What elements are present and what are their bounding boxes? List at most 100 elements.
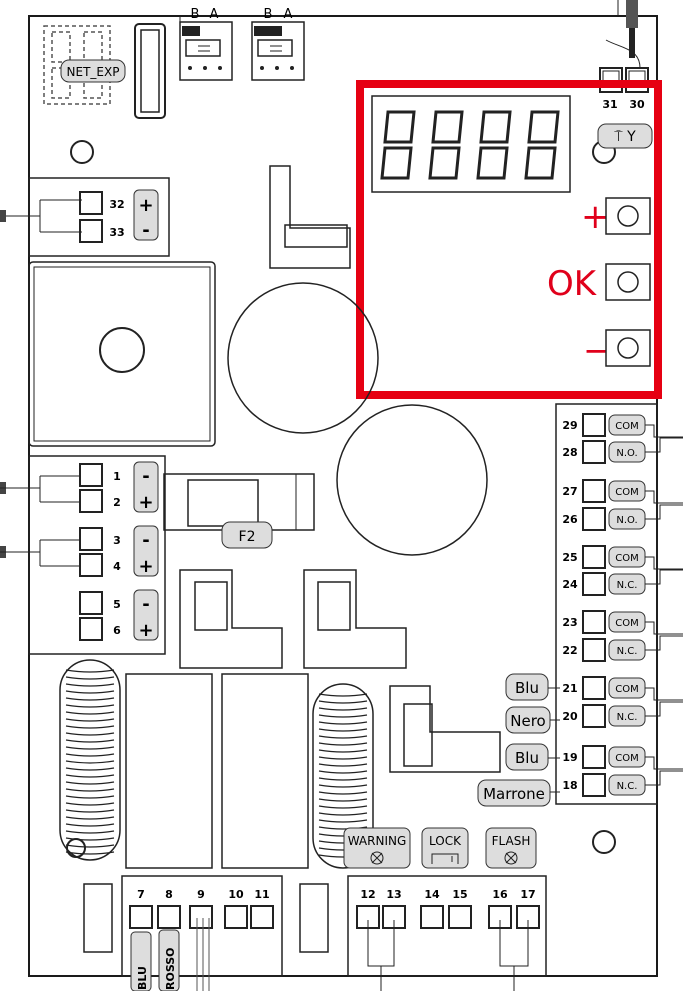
seven-segment-display — [380, 110, 560, 180]
terminal-11: 11 — [254, 888, 269, 901]
terminal-box-10 — [224, 905, 248, 929]
terminal-12: 12 — [360, 888, 375, 901]
net-exp-label: NET_EXP — [67, 65, 120, 79]
terminal-15: 15 — [452, 888, 467, 901]
bottom-component-2 — [299, 883, 329, 953]
terminal-box-29 — [582, 413, 606, 437]
inductor-right — [312, 683, 374, 869]
terminal-32-sign: + — [138, 195, 153, 216]
terminal-25: 25 — [562, 551, 577, 564]
wire-blu: BLU — [136, 966, 149, 990]
terminal-17: 17 — [520, 888, 535, 901]
terminal-6: 6 — [113, 624, 121, 637]
terminal-14: 14 — [424, 888, 440, 901]
terminal-31: 31 — [602, 98, 617, 111]
terminal-sign-2: + — [138, 492, 153, 513]
jumper-left-b: B — [191, 7, 200, 22]
terminal-block-1-6 — [0, 455, 166, 655]
terminal-box-1 — [79, 463, 103, 487]
terminal-box-21 — [582, 676, 606, 700]
terminal-sign-3: - — [142, 530, 149, 551]
terminal-box-26 — [582, 507, 606, 531]
terminal-33-sign: - — [142, 220, 149, 241]
terminal-box-5 — [79, 591, 103, 615]
terminal-block-32-33: 32 33 + - — [0, 177, 170, 257]
terminal-box-14 — [420, 905, 444, 929]
wire-labels: Blu Nero Blu Marrone — [477, 673, 560, 807]
terminal-label-19: COM — [615, 753, 638, 764]
bracket-3 — [389, 685, 501, 773]
capacitor-1 — [227, 282, 379, 434]
terminal-box-19 — [582, 745, 606, 769]
aerial-symbol: ⍑ Y — [614, 129, 636, 145]
terminal-sign-4: + — [138, 556, 153, 577]
terminal-label-22: N.C. — [617, 646, 638, 657]
mount-hole-bottom-right — [592, 830, 616, 854]
terminal-label-29: COM — [615, 421, 638, 432]
wire-rosso: ROSSO — [164, 947, 177, 990]
plus-button[interactable] — [605, 197, 651, 235]
terminal-24: 24 — [562, 578, 578, 591]
display-frame — [371, 95, 571, 193]
plus-label: + — [581, 197, 610, 237]
terminal-box-24 — [582, 572, 606, 596]
net-exp-label-box — [60, 59, 126, 83]
terminal-label-24: N.C. — [617, 580, 638, 591]
mount-hole-bottom-left — [66, 838, 86, 858]
terminal-20: 20 — [562, 710, 578, 723]
terminal-10: 10 — [228, 888, 244, 901]
jumper-left-a: A — [210, 7, 219, 22]
terminal-8: 8 — [165, 888, 173, 901]
jumper-right-b: B — [264, 7, 273, 22]
highlight-rectangle — [356, 80, 662, 399]
terminal-label-27: COM — [615, 487, 638, 498]
terminal-box-15 — [448, 905, 472, 929]
terminal-1: 1 — [113, 470, 121, 483]
terminal-22: 22 — [562, 644, 577, 657]
wire-label-20: Nero — [510, 712, 545, 730]
wire-label-19: Blu — [515, 749, 539, 767]
wire-label-21: Blu — [515, 679, 539, 697]
fuse-label-box — [221, 521, 273, 549]
terminal-label-28: N.O. — [616, 448, 637, 459]
bracket-2 — [303, 569, 407, 669]
terminal-4: 4 — [113, 560, 121, 573]
terminal-13: 13 — [386, 888, 401, 901]
terminal-box-20 — [582, 704, 606, 728]
terminal-2: 2 — [113, 496, 121, 509]
bottom-wires: BLU ROSSO — [130, 918, 529, 991]
terminal-sign-6: + — [138, 620, 153, 641]
minus-button[interactable] — [605, 329, 651, 367]
vertical-socket — [134, 23, 166, 119]
output-labels: WARNING LOCK FLASH — [343, 827, 537, 869]
ok-button[interactable] — [605, 263, 651, 301]
terminal-block-12-17 — [347, 875, 547, 977]
terminal-9: 9 — [197, 888, 205, 901]
terminal-box-7 — [129, 905, 153, 929]
terminal-19: 19 — [562, 751, 577, 764]
terminal-label-25: COM — [615, 553, 638, 564]
mount-hole-left — [70, 140, 94, 164]
terminal-box-23 — [582, 610, 606, 634]
terminal-21: 21 — [562, 682, 577, 695]
terminal-box-4 — [79, 553, 103, 577]
terminal-box-8 — [157, 905, 181, 929]
digit-3 — [476, 110, 512, 180]
terminal-sign-1: - — [142, 466, 149, 487]
terminal-box-28 — [582, 440, 606, 464]
terminal-box-11 — [250, 905, 274, 929]
terminal-box-9 — [189, 905, 213, 929]
terminal-box-25 — [582, 545, 606, 569]
terminal-block-18-29 — [555, 403, 658, 805]
terminal-label-23: COM — [615, 618, 638, 629]
terminal-32: 32 — [109, 198, 124, 211]
relay-2 — [221, 673, 309, 869]
flash-label: FLASH — [492, 834, 531, 848]
terminal-3: 3 — [113, 534, 121, 547]
terminal-33: 33 — [109, 226, 124, 239]
heatsink-bracket — [269, 165, 351, 269]
terminal-box-6 — [79, 617, 103, 641]
terminal-box-3 — [79, 527, 103, 551]
terminal-5: 5 — [113, 598, 121, 611]
